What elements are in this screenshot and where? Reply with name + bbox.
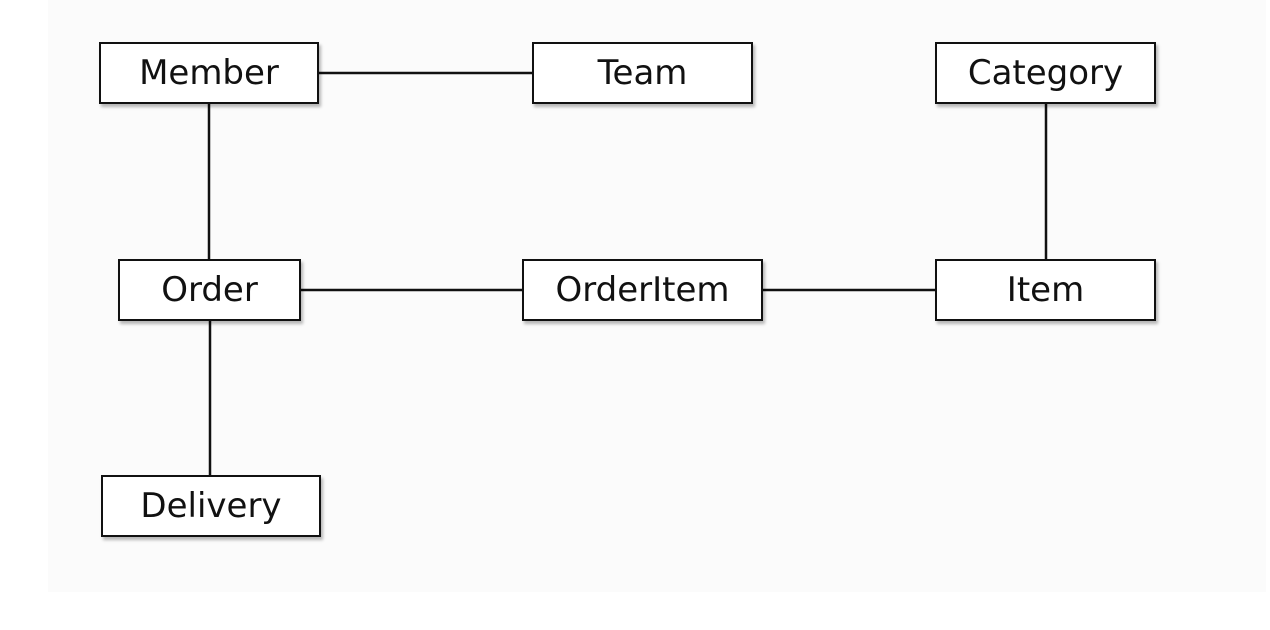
entity-item: Item — [935, 259, 1156, 321]
entity-member-label: Member — [139, 53, 279, 93]
entity-category: Category — [935, 42, 1156, 104]
entity-order: Order — [118, 259, 301, 321]
entity-orderitem-label: OrderItem — [555, 270, 730, 310]
entity-team: Team — [532, 42, 753, 104]
entity-item-label: Item — [1006, 270, 1085, 310]
entity-team-label: Team — [597, 53, 688, 93]
entity-orderitem: OrderItem — [522, 259, 763, 321]
entity-order-label: Order — [161, 270, 258, 310]
entity-delivery: Delivery — [101, 475, 321, 537]
entity-category-label: Category — [967, 53, 1124, 93]
entity-delivery-label: Delivery — [140, 486, 282, 526]
entity-member: Member — [99, 42, 319, 104]
